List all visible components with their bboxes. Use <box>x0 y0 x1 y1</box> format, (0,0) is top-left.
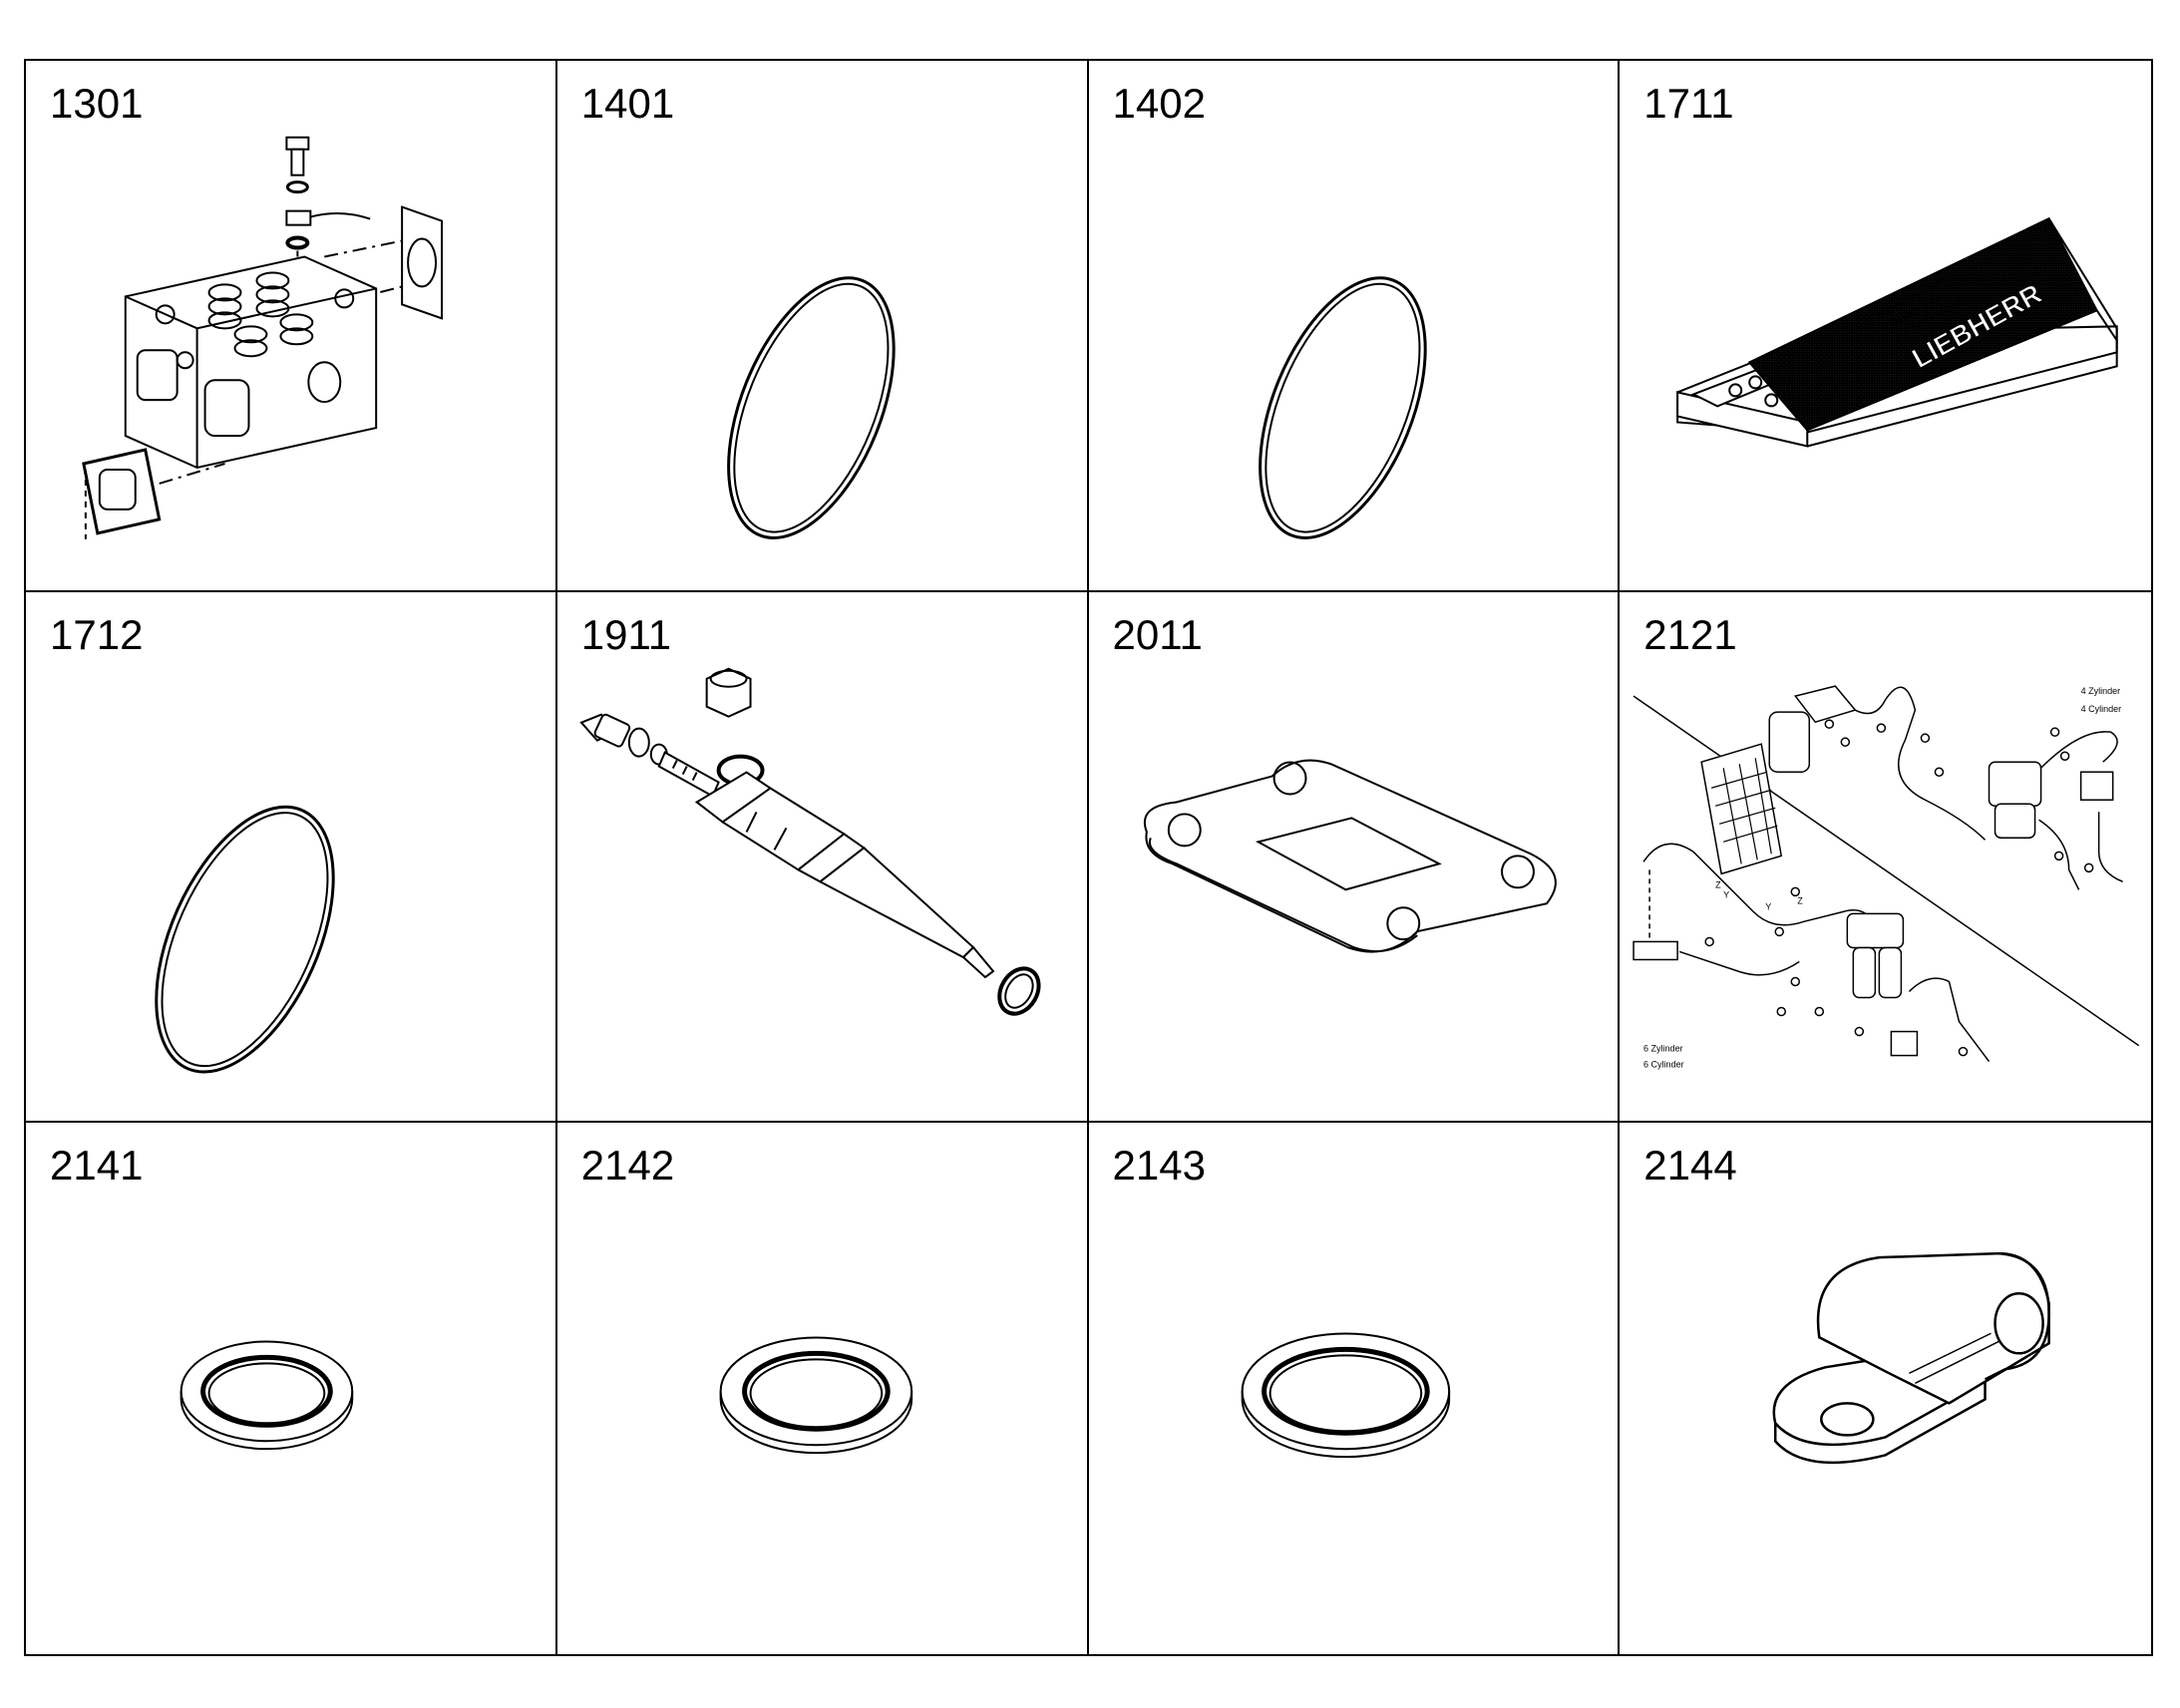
part-cell-1402[interactable]: 1402 <box>1088 61 1621 592</box>
part-cell-2011[interactable]: 2011 <box>1088 591 1621 1124</box>
svg-text:Y: Y <box>1765 901 1771 911</box>
part-number: 2142 <box>580 1142 675 1190</box>
part-number: 1402 <box>1112 80 1206 127</box>
parts-grid: 1301 <box>24 59 2153 1656</box>
part-number: 1911 <box>580 610 672 658</box>
part-cell-2142[interactable]: 2142 <box>557 1123 1089 1654</box>
part-cell-1911[interactable]: 1911 <box>556 591 1089 1124</box>
part-cell-1301[interactable]: 1301 <box>26 61 557 592</box>
sealing-ring-icon <box>1089 1123 1619 1654</box>
part-cell-1401[interactable]: 1401 <box>556 61 1089 592</box>
svg-text:6 Zylinder: 6 Zylinder <box>1643 1043 1683 1053</box>
fuel-system-assembly-icon: 4 Zylinder 4 Cylinder 6 Zylinder 6 Cylin… <box>1620 592 2151 1122</box>
part-number: 1401 <box>580 80 675 127</box>
part-number: 2141 <box>50 1142 144 1190</box>
part-cell-1712[interactable]: 1712 <box>26 591 557 1124</box>
part-number: 1712 <box>50 610 144 658</box>
part-cell-1711[interactable]: 1711 LIEBHERR Or <box>1620 61 2151 592</box>
part-cell-2143[interactable]: 2143 <box>1089 1123 1621 1654</box>
part-cell-2141[interactable]: 2141 <box>26 1123 557 1654</box>
part-number: 2144 <box>1643 1142 1737 1190</box>
o-ring-icon <box>557 61 1087 590</box>
part-number: 1711 <box>1643 80 1734 127</box>
part-cell-2144[interactable]: 2144 <box>1620 1123 2151 1654</box>
svg-text:4 Zylinder: 4 Zylinder <box>2081 686 2121 696</box>
sealing-ring-icon <box>26 1123 555 1654</box>
svg-text:Y: Y <box>1723 889 1729 899</box>
flange-gasket-icon <box>1089 592 1619 1122</box>
svg-text:4 Cylinder: 4 Cylinder <box>2081 704 2122 714</box>
svg-text:6 Cylinder: 6 Cylinder <box>1643 1059 1684 1069</box>
svg-text:Z: Z <box>1798 895 1804 905</box>
gasket-kit-box-icon: LIEBHERR Original Ersatzteile Genuine pa… <box>1620 61 2151 590</box>
pipe-clamp-icon <box>1620 1123 2151 1654</box>
part-number: 2143 <box>1112 1142 1206 1190</box>
cylinder-head-icon <box>26 61 555 590</box>
part-cell-2121[interactable]: 2121 4 Zylinder 4 Cylinder 6 Zylinder 6 … <box>1620 592 2151 1124</box>
part-number: 2121 <box>1643 610 1737 658</box>
part-number: 2011 <box>1112 610 1203 658</box>
svg-text:Z: Z <box>1715 879 1721 889</box>
o-ring-icon <box>1089 61 1619 590</box>
sealing-ring-icon <box>557 1123 1087 1654</box>
part-number: 1301 <box>50 80 144 127</box>
o-ring-icon <box>26 592 555 1122</box>
injector-icon <box>557 592 1087 1122</box>
